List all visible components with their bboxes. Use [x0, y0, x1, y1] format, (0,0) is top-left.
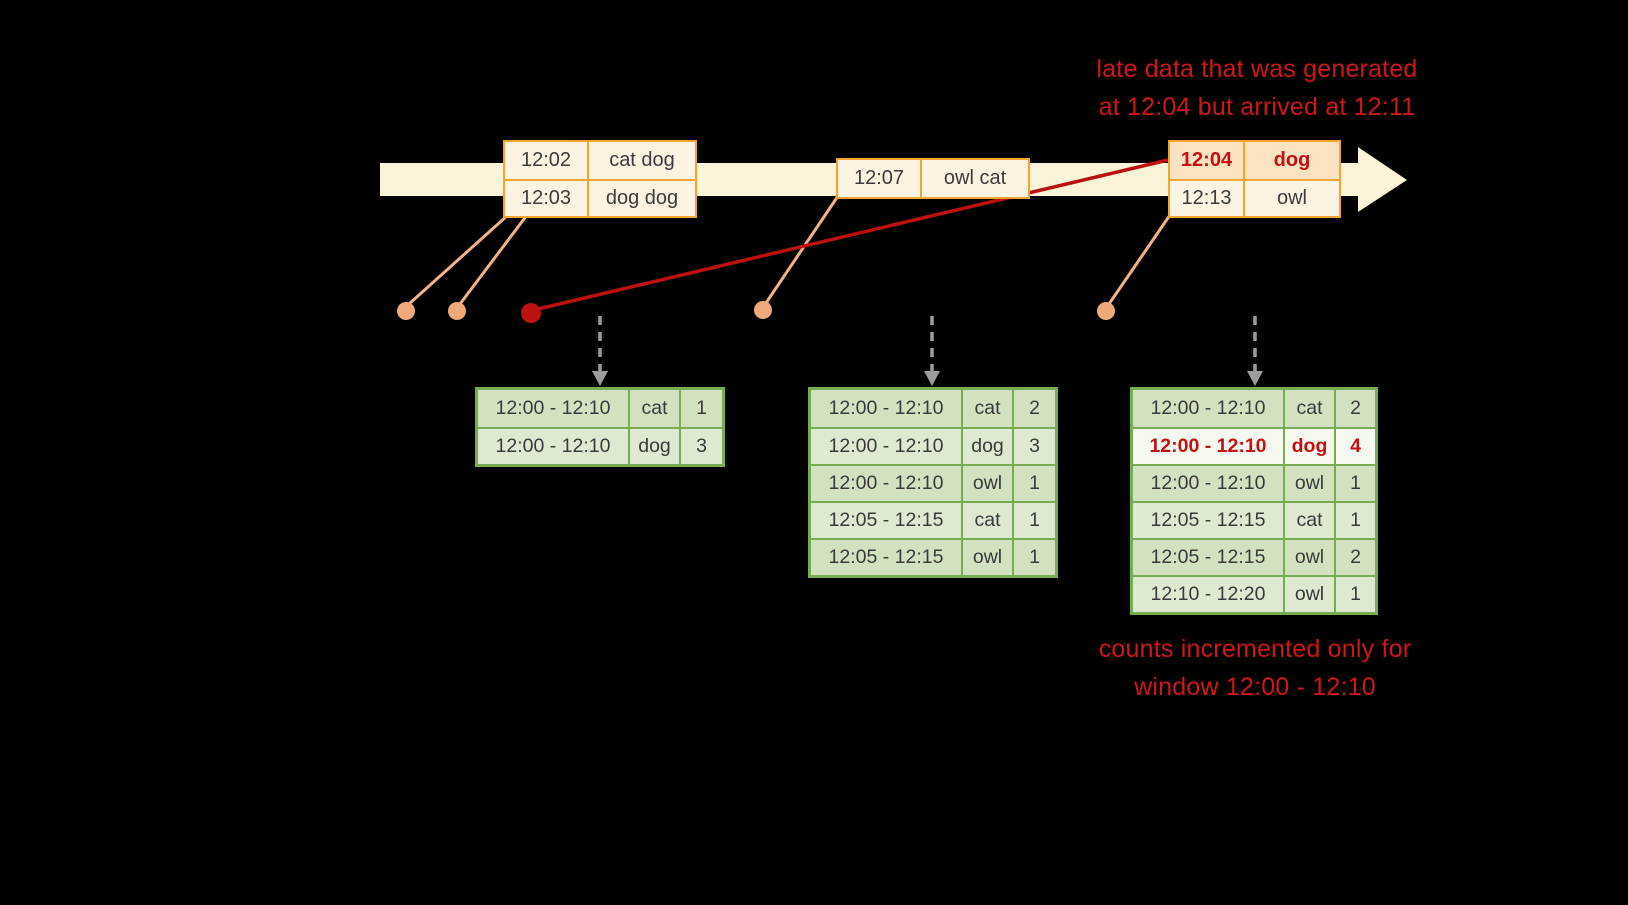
result-row: 12:00 - 12:10 cat 2	[1133, 390, 1375, 427]
event-connector-line	[458, 214, 529, 305]
event-time: 12:03	[505, 181, 589, 216]
result-row: 12:00 - 12:10 cat 2	[811, 390, 1055, 427]
result-row: 12:05 - 12:15 owl 1	[811, 538, 1055, 575]
result-row: 12:00 - 12:10 owl 1	[1133, 464, 1375, 501]
counts-note-line2: window 12:00 - 12:10	[1134, 673, 1376, 701]
late-data-note-line1: late data that was generated	[1096, 55, 1418, 83]
event-box-1207: 12:07 owl cat	[836, 158, 1030, 199]
word-cell: cat	[961, 390, 1012, 427]
window-cell: 12:00 - 12:10	[1150, 472, 1266, 494]
window-cell: 12:05 - 12:15	[828, 546, 944, 568]
count-cell: 1	[1334, 577, 1375, 612]
word-cell: owl	[1283, 540, 1334, 575]
window-cell: 12:00 - 12:10	[828, 435, 944, 457]
word-cell: cat	[1283, 503, 1334, 538]
word-cell: owl	[961, 466, 1012, 501]
late-event-row: 12:04 dog	[1170, 142, 1339, 179]
event-time: 12:04	[1170, 142, 1245, 179]
count-cell: 2	[1012, 390, 1055, 427]
word-cell: owl	[1283, 577, 1334, 612]
window-cell: 12:05 - 12:15	[828, 509, 944, 531]
result-row: 12:05 - 12:15 cat 1	[811, 501, 1055, 538]
window-cell: 12:00 - 12:10	[1149, 435, 1267, 457]
result-row: 12:10 - 12:20 owl 1	[1133, 575, 1375, 612]
window-cell: 12:05 - 12:15	[1150, 546, 1266, 568]
result-row: 12:05 - 12:15 owl 2	[1133, 538, 1375, 575]
event-words: dog dog	[605, 187, 679, 209]
late-data-note: late data that was generated at 12:04 bu…	[1022, 50, 1492, 126]
trigger-arrow-icon	[592, 316, 608, 386]
count-cell: 1	[1334, 503, 1375, 538]
trigger-arrow-icon	[924, 316, 940, 386]
result-row: 12:00 - 12:10 dog 3	[478, 427, 722, 464]
event-time: 12:13	[1170, 181, 1245, 216]
word-cell: cat	[628, 390, 679, 427]
result-row: 12:00 - 12:10 owl 1	[811, 464, 1055, 501]
count-cell: 1	[1012, 466, 1055, 501]
result-row: 12:00 - 12:10 cat 1	[478, 390, 722, 427]
event-dot	[448, 302, 466, 320]
word-cell: owl	[1283, 466, 1334, 501]
window-cell: 12:00 - 12:10	[828, 472, 944, 494]
word-cell: dog	[628, 429, 679, 464]
count-cell: 2	[1334, 540, 1375, 575]
event-row: 12:13 owl	[1170, 179, 1339, 216]
event-box-1202-1203: 12:02 cat dog 12:03 dog dog	[503, 140, 697, 218]
event-row: 12:03 dog dog	[505, 179, 695, 216]
event-connector-line	[1107, 214, 1172, 305]
event-dot	[1097, 302, 1115, 320]
word-cell: cat	[1283, 390, 1334, 427]
word-cell: dog	[961, 429, 1012, 464]
event-dot	[397, 302, 415, 320]
result-row: 12:00 - 12:10 dog 3	[811, 427, 1055, 464]
event-words: cat dog	[609, 149, 675, 171]
event-row: 12:07 owl cat	[838, 160, 1028, 197]
window-cell: 12:00 - 12:10	[495, 435, 611, 457]
event-dot	[754, 301, 772, 319]
count-cell: 3	[1012, 429, 1055, 464]
count-cell: 1	[1012, 503, 1055, 538]
counts-note-line1: counts incremented only for	[1098, 635, 1412, 663]
count-cell: 1	[679, 390, 722, 427]
result-table-3: 12:00 - 12:10 cat 2 12:00 - 12:10 dog 4 …	[1130, 387, 1378, 615]
counts-note: counts incremented only for window 12:00…	[1030, 630, 1480, 706]
late-data-dot	[521, 303, 541, 323]
count-cell: 1	[1334, 466, 1375, 501]
word-cell: owl	[961, 540, 1012, 575]
window-cell: 12:00 - 12:10	[828, 397, 944, 419]
event-time: 12:07	[838, 160, 922, 197]
event-words: dog	[1273, 149, 1311, 171]
word-cell: dog	[1283, 429, 1334, 464]
window-cell: 12:00 - 12:10	[495, 397, 611, 419]
result-row: 12:05 - 12:15 cat 1	[1133, 501, 1375, 538]
window-cell: 12:10 - 12:20	[1150, 583, 1266, 605]
result-table-2: 12:00 - 12:10 cat 2 12:00 - 12:10 dog 3 …	[808, 387, 1058, 578]
event-words: owl	[1276, 187, 1307, 209]
window-cell: 12:00 - 12:10	[1150, 397, 1266, 419]
timeline-arrowhead-icon	[1358, 147, 1407, 212]
event-words: owl cat	[943, 167, 1007, 189]
count-cell: 2	[1334, 390, 1375, 427]
word-cell: cat	[961, 503, 1012, 538]
count-cell: 4	[1334, 429, 1375, 464]
result-row-updated: 12:00 - 12:10 dog 4	[1133, 427, 1375, 464]
count-cell: 3	[679, 429, 722, 464]
count-cell: 1	[1012, 540, 1055, 575]
event-box-1204-1213: 12:04 dog 12:13 owl	[1168, 140, 1341, 218]
event-connector-line	[407, 213, 510, 306]
late-data-line	[537, 158, 1169, 311]
event-connector-line	[764, 195, 840, 304]
result-table-1: 12:00 - 12:10 cat 1 12:00 - 12:10 dog 3	[475, 387, 725, 467]
event-row: 12:02 cat dog	[505, 142, 695, 179]
window-cell: 12:05 - 12:15	[1150, 509, 1266, 531]
trigger-arrow-icon	[1247, 316, 1263, 386]
late-data-note-line2: at 12:04 but arrived at 12:11	[1098, 93, 1416, 121]
event-time: 12:02	[505, 142, 589, 179]
